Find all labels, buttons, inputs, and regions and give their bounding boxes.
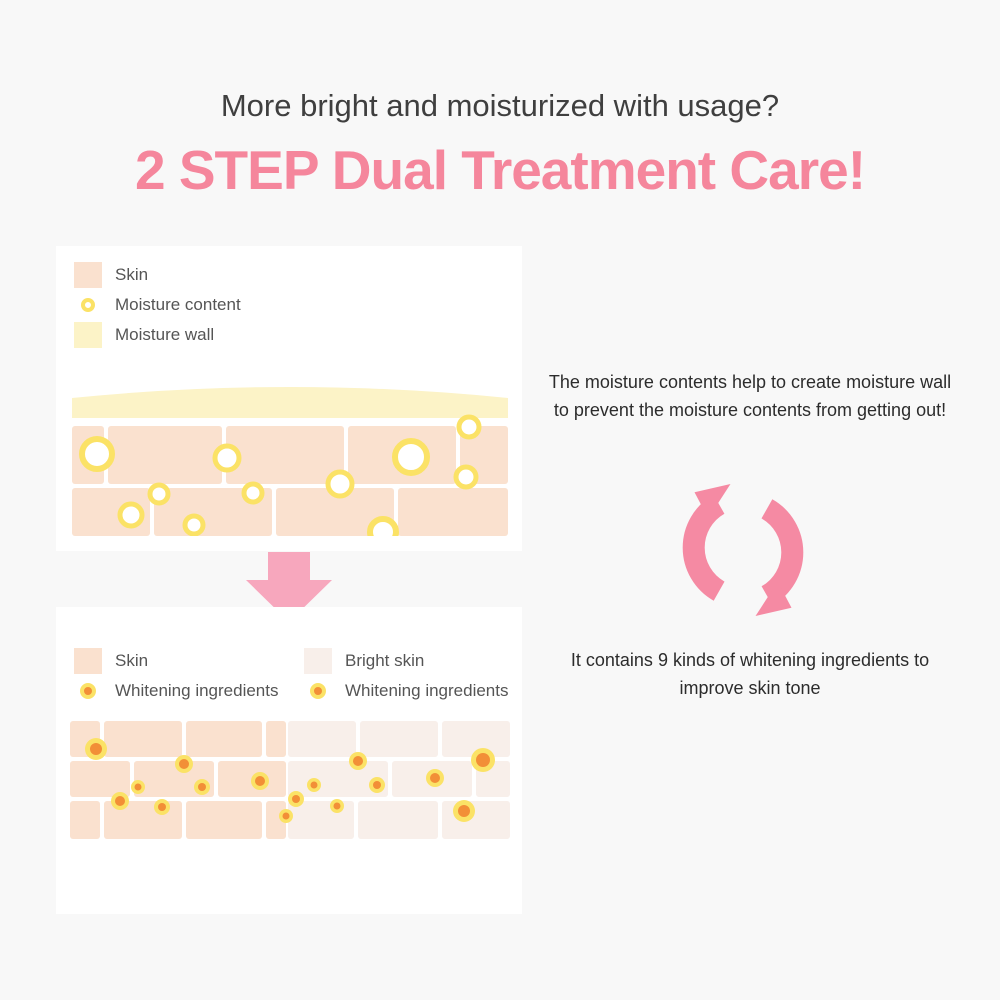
whitening-ingredient-icon [310,683,326,699]
legend-label: Moisture content [115,295,241,314]
moisture-rings [79,414,482,536]
whitening-dots [85,738,495,823]
whitening-description: It contains 9 kinds of whitening ingredi… [570,650,930,698]
legend-bright-skin: Bright skin [304,648,424,674]
moisture-skin-illustration [72,387,508,536]
legend-whitening: Whitening ingredients [304,678,508,704]
skin-swatch [74,648,102,674]
legend-moisture-wall: Moisture wall [74,322,214,348]
whitening-skin-illustration [70,721,510,839]
bright-skin-swatch [304,648,332,674]
moisture-ring-icon [81,298,95,312]
bright-skin-cells [288,721,510,839]
legend-label: Whitening ingredients [115,681,279,700]
legend-label: Skin [115,651,149,670]
legend-skin: Skin [74,262,148,288]
skin-swatch [74,262,102,288]
whitening-ingredient-icon [80,683,96,699]
headline: More bright and moisturized with usage? [220,88,780,123]
arrow-down-icon [246,552,332,622]
legend-label: Moisture wall [115,325,215,344]
page-title: 2 STEP Dual Treatment Care! [134,139,866,201]
legend-label: Bright skin [345,651,425,670]
moisture-panel: Skin Moisture content Moisture wall [56,246,522,551]
moisture-description: The moisture contents help to create moi… [548,372,952,420]
legend-label: Skin [115,265,149,284]
cycle-arrows-icon [682,483,804,617]
legend-label: Whitening ingredients [345,681,509,700]
moisture-wall [72,387,508,418]
legend-whitening: Whitening ingredients [74,678,278,704]
moisture-wall-swatch [74,322,102,348]
legend-moisture-content: Moisture content [74,292,241,318]
legend-skin: Skin [74,648,148,674]
skin-cells [72,426,508,536]
whitening-panel: Skin Whitening ingredients Bright skin W… [56,607,522,914]
